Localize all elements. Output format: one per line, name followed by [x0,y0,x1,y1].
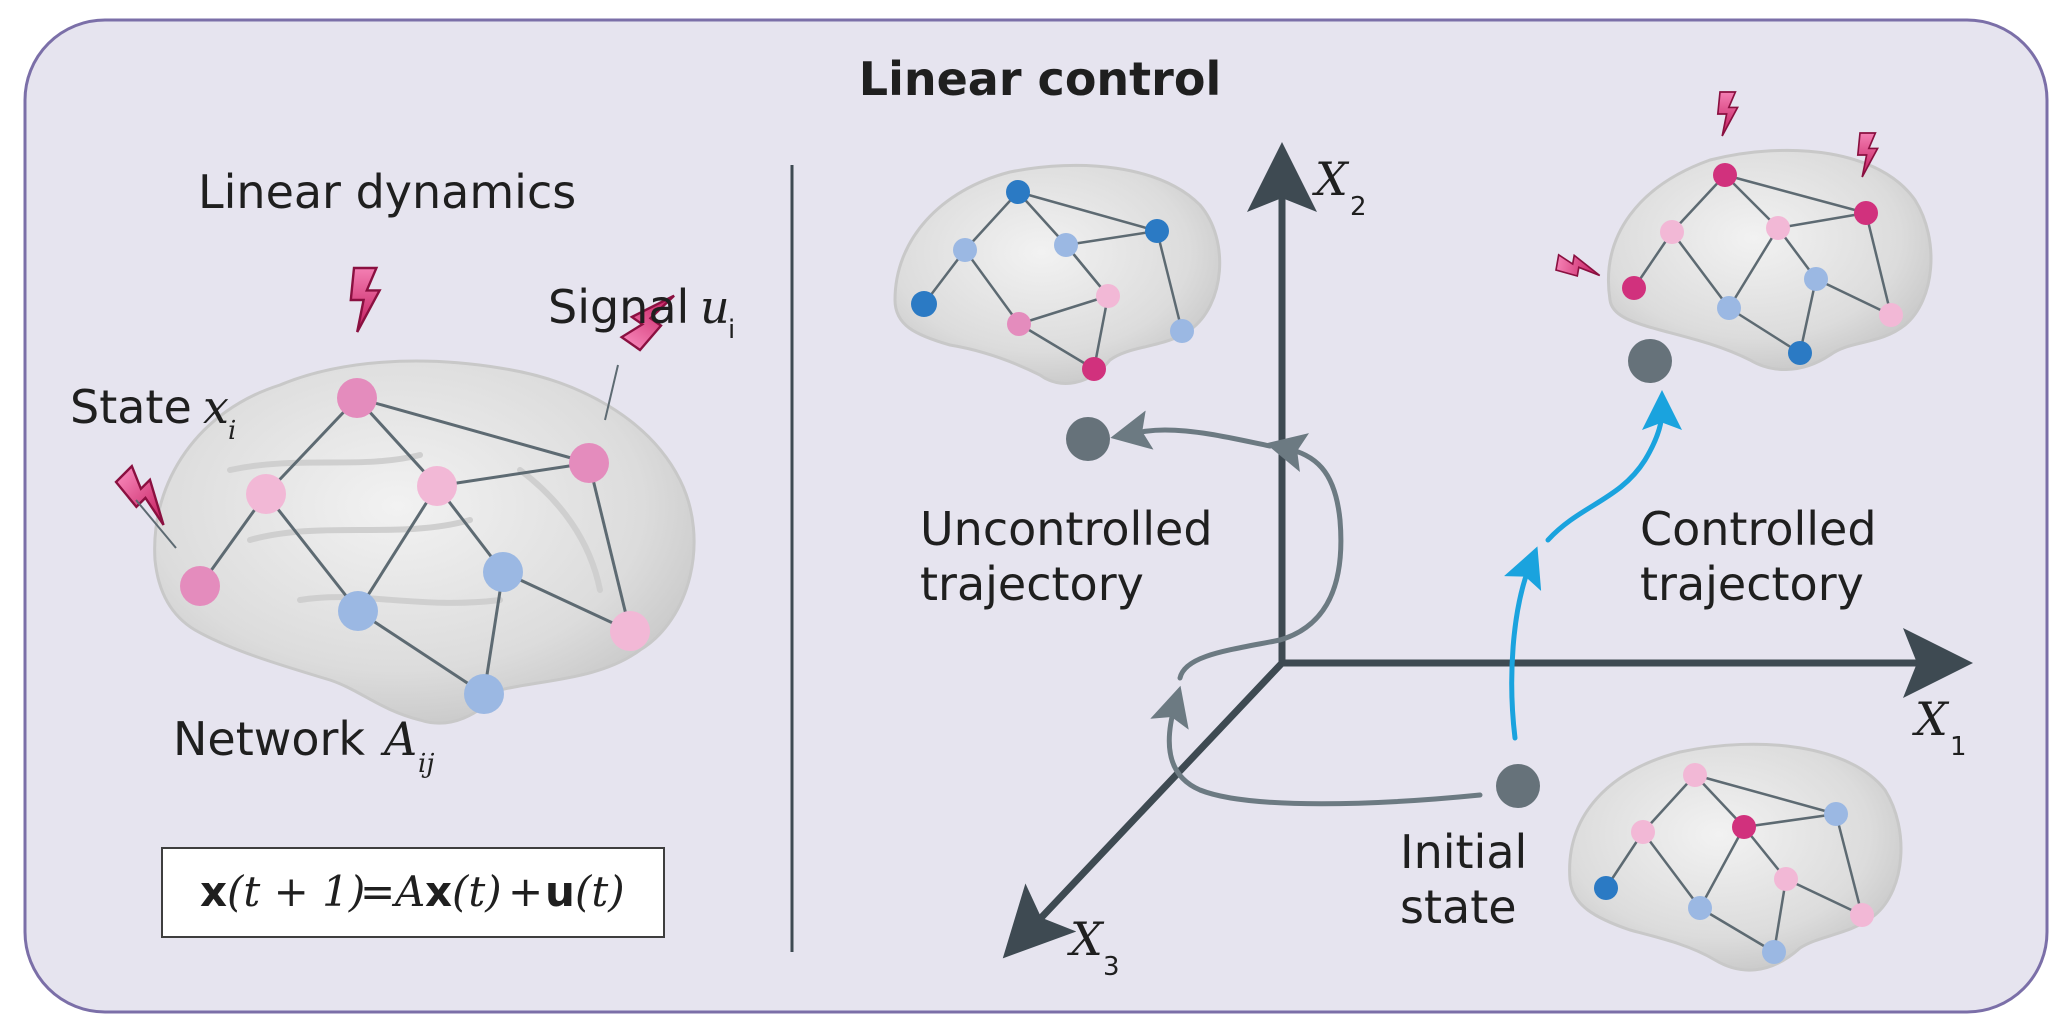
svg-text:A: A [380,712,417,766]
initial-state-label: Initial state [1400,825,1527,934]
svg-text:trajectory: trajectory [920,557,1144,611]
svg-text:+: + [508,867,543,916]
node [1594,876,1618,900]
svg-text:X: X [1067,912,1105,966]
svg-text:x: x [200,867,227,916]
svg-text:1: 1 [1950,732,1967,762]
axis-x2-label: X 2 [1312,152,1367,222]
node [911,291,937,317]
uncontrolled-trajectory [1110,410,1483,807]
svg-text:Controlled: Controlled [1640,502,1877,556]
svg-text:(t): (t) [575,867,625,916]
controlled-trajectory [1504,390,1682,741]
brain-initial [1568,742,1903,972]
svg-text:X: X [1912,692,1950,746]
node [1774,867,1798,891]
axis-x1-label: X 1 [1912,692,1967,762]
svg-text:ij: ij [418,749,434,779]
svg-text:(t + 1): (t + 1) [227,867,365,916]
node [1006,180,1030,204]
node [1170,319,1194,343]
svg-text:X: X [1312,152,1350,206]
node [1762,940,1786,964]
node [246,474,286,514]
svg-text:(t): (t) [452,867,502,916]
panel-background [23,18,2049,1014]
node [464,674,504,714]
controlled-end-dot [1628,339,1672,383]
svg-text:Initial: Initial [1400,825,1527,879]
node [1824,802,1848,826]
uncontrolled-end-dot [1066,417,1110,461]
node [417,466,457,506]
state-space-axes [1002,142,1973,959]
network-label: Network A ij [173,712,434,779]
svg-text:trajectory: trajectory [1640,557,1864,611]
node [1717,296,1741,320]
node [1622,276,1646,300]
node [569,443,609,483]
svg-text:u: u [545,867,575,916]
brain-left [153,359,696,725]
node [1788,341,1812,365]
signal-label: Signal u i [548,280,735,345]
node [1145,219,1169,243]
node [180,566,220,606]
node [1007,312,1031,336]
svg-text:2: 2 [1350,192,1367,222]
node [610,611,650,651]
brain-uncontrolled [893,163,1222,385]
svg-text:u: u [700,280,730,334]
node [483,552,523,592]
node [1660,220,1684,244]
node [1804,267,1828,291]
linear-dynamics-heading: Linear dynamics [198,165,576,219]
node [1688,896,1712,920]
node [1766,216,1790,240]
svg-text:3: 3 [1103,952,1120,982]
axis-x3-label: X 3 [1067,912,1120,982]
node [337,378,377,418]
equation-box [161,847,665,938]
node [1631,820,1655,844]
initial-state-dot [1496,764,1540,808]
svg-text:i: i [728,315,735,345]
svg-text:A: A [391,867,425,916]
svg-text:i: i [228,416,236,446]
node [953,238,977,262]
node [1732,815,1756,839]
node [1054,233,1078,257]
svg-text:Signal: Signal [548,280,689,334]
node [1879,303,1903,327]
node [1082,357,1106,381]
svg-text:State: State [70,380,192,434]
dynamics-equation: x (t + 1) = A x (t) + u (t) [200,867,625,916]
node [1713,163,1737,187]
node [1850,903,1874,927]
brain-controlled [1607,148,1933,371]
svg-text:x: x [203,380,229,434]
svg-text:=: = [360,867,395,916]
node [1683,763,1707,787]
controlled-trajectory-label: Controlled trajectory [1640,502,1877,611]
node [1854,201,1878,225]
figure-title: Linear control [859,52,1221,106]
node [338,591,378,631]
svg-text:state: state [1400,880,1517,934]
svg-text:x: x [425,867,452,916]
state-label: State x i [70,380,236,446]
node [1096,284,1120,308]
svg-text:Uncontrolled: Uncontrolled [920,502,1213,556]
svg-text:Network: Network [173,712,365,766]
uncontrolled-trajectory-label: Uncontrolled trajectory [920,502,1213,611]
